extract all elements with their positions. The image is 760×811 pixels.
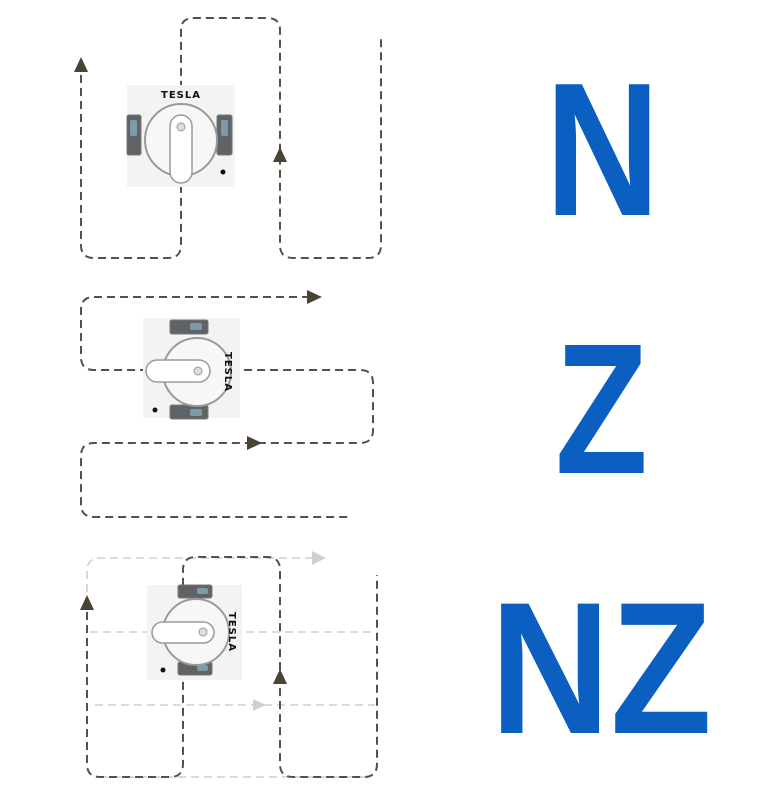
path-nz-horizontal <box>86 557 375 778</box>
arrow-up-icon <box>80 595 94 610</box>
brand-label: TESLA <box>222 352 233 392</box>
arrow-right-icon <box>307 290 322 304</box>
arrow-up-icon <box>273 147 287 162</box>
path-nz-vertical <box>86 556 378 778</box>
arrow-right-icon <box>312 551 326 565</box>
switch-vertical: TESLA <box>126 85 235 187</box>
brand-label: TESLA <box>226 612 237 652</box>
path-n <box>80 17 382 259</box>
arrow-right-icon <box>247 436 262 450</box>
mode-label-z: Z <box>555 306 648 513</box>
mode-label-nz: NZ <box>490 563 712 773</box>
panel-n: TESLA <box>74 17 382 259</box>
panel-z: TESLA <box>80 290 374 518</box>
mode-label-n: N <box>545 44 660 256</box>
arrow-up-icon <box>273 669 287 684</box>
switch-horizontal: TESLA <box>147 584 242 680</box>
arrow-right-icon <box>253 699 266 711</box>
switch-horizontal: TESLA <box>143 318 240 420</box>
brand-label: TESLA <box>161 90 201 101</box>
panel-nz: TESLA <box>80 551 378 778</box>
path-z <box>80 296 374 518</box>
arrow-up-icon <box>74 57 88 72</box>
